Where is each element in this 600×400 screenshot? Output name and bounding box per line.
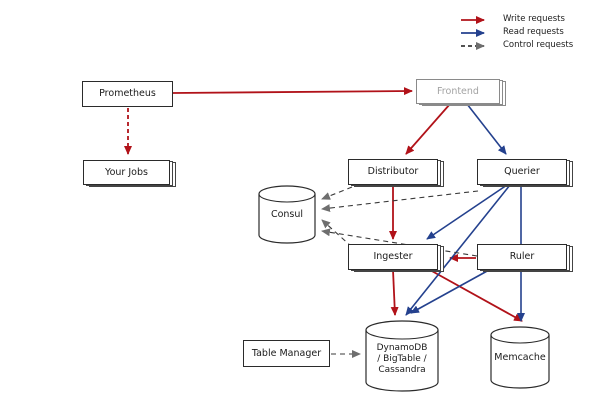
edge-ruler-dynamodb [410,269,490,314]
node-ruler-label: Ruler [509,251,535,263]
node-memcache-label: Memcache [494,352,546,364]
edge-distributor-consul [321,186,353,200]
node-consul-label: Consul [270,209,304,221]
node-dynamodb: DynamoDB / BigTable / Cassandra [365,320,439,393]
node-dynamodb-label: DynamoDB / BigTable / Cassandra [365,320,439,393]
edge-ingester-dynamodb [390,269,399,316]
node-frontend: Frontend [416,79,500,104]
node-distributor: Distributor [348,159,438,185]
legend-item-write: Write requests [458,13,573,26]
node-dynamodb-label-line2: / BigTable / [377,353,427,364]
node-table-manager-label: Table Manager [251,347,322,359]
node-distributor-label: Distributor [367,166,419,178]
node-dynamodb-label-line1: DynamoDB [376,342,428,353]
node-memcache: Memcache [490,326,550,390]
legend-item-control: Control requests [458,39,573,52]
node-consul: Consul [258,185,316,245]
node-your-jobs-label: Your Jobs [105,166,148,178]
node-querier-label: Querier [504,166,540,178]
node-ruler: Ruler [477,244,567,270]
edge-querier-dynamodb [405,184,511,316]
legend-read-arrow-icon [461,28,485,37]
edge-querier-ingester [426,184,508,240]
legend-write-arrow-icon [461,15,485,24]
legend-label-read: Read requests [503,27,564,38]
edge-ingester-consul [321,219,353,248]
cylinder-shape [365,320,439,392]
node-dynamodb-label-line3: Cassandra [378,365,426,376]
node-prometheus: Prometheus [82,81,173,107]
node-ingester-label: Ingester [373,251,413,263]
edge-ingester-memcache [429,269,523,322]
node-table-manager: Table Manager [243,340,330,367]
legend-item-read: Read requests [458,26,573,39]
node-ingester: Ingester [348,244,438,270]
edge-frontend-querier [466,103,507,155]
cylinder-shape [258,185,316,244]
edge-prometheus-frontend [172,87,413,96]
node-your-jobs: Your Jobs [83,160,170,185]
legend-label-control: Control requests [503,40,574,51]
node-prometheus-label: Prometheus [99,88,156,100]
node-frontend-label: Frontend [437,85,479,97]
node-querier: Querier [477,159,567,185]
edge-frontend-distributor [405,103,451,155]
legend-label-write: Write requests [503,14,565,25]
legend-control-arrow-icon [461,41,485,50]
edge-querier-consul [321,190,479,213]
cylinder-shape [490,326,550,389]
edge-ruler-consul [321,228,478,257]
